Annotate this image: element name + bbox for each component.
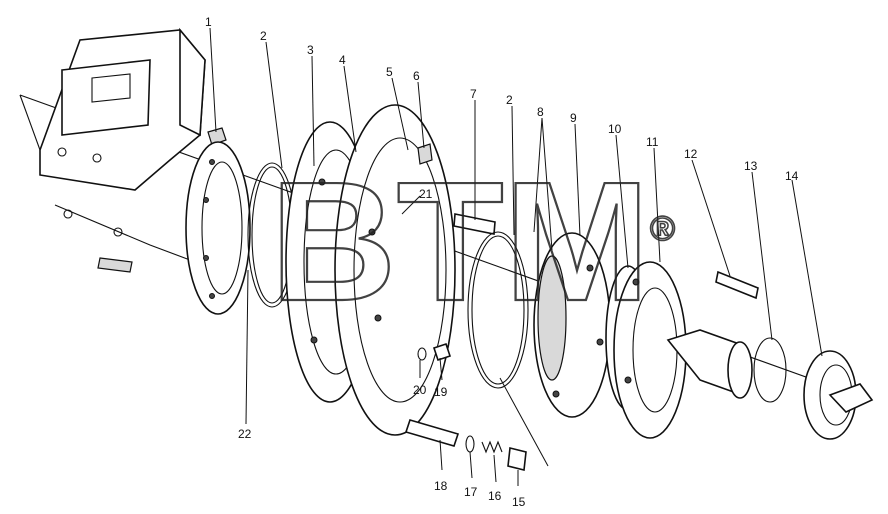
callout-19: 19 [434, 385, 448, 399]
housing-flange [185, 141, 251, 315]
callout-12: 12 [684, 147, 698, 161]
part-18-valve-body [404, 419, 460, 447]
callout-20: 20 [413, 383, 427, 397]
callout-7: 7 [470, 87, 477, 101]
part-17-o-ring-small [465, 435, 475, 453]
callout-9: 9 [570, 111, 577, 125]
callout-21: 21 [419, 187, 433, 201]
callout-5: 5 [386, 65, 393, 79]
part-5-brake-disc [334, 104, 456, 436]
part-14-bearing [803, 350, 874, 440]
part-13-snap-ring [753, 337, 787, 403]
watermark-registered: ® [650, 210, 675, 248]
part-16-spring [481, 440, 503, 454]
part-1-bolt [207, 127, 227, 146]
callout-3: 3 [307, 43, 314, 57]
callout-1: 1 [205, 15, 212, 29]
part-20-washer [417, 347, 427, 361]
callout-8: 8 [537, 105, 544, 119]
part-12-bolt [715, 270, 759, 300]
part-7-pin [453, 213, 496, 235]
callout-2: 2 [260, 29, 267, 43]
callout-4: 4 [339, 53, 346, 67]
callout-15: 15 [512, 495, 526, 509]
part-19-screw [432, 342, 452, 362]
callout-2-right: 2 [506, 93, 513, 107]
callout-labels: 1 2 3 4 5 6 7 2 8 9 10 11 12 13 14 15 [205, 15, 823, 509]
splined-shaft [666, 329, 753, 399]
axle-housing [19, 27, 206, 273]
part-15-cap [507, 447, 527, 471]
callout-22: 22 [238, 427, 252, 441]
callout-6: 6 [413, 69, 420, 83]
watermark: BTM ® [269, 146, 676, 338]
watermark-text: BTM [270, 147, 650, 337]
part-9-hub [533, 232, 611, 418]
callout-11: 11 [646, 135, 659, 149]
callout-18: 18 [434, 479, 448, 493]
callout-14: 14 [785, 169, 799, 183]
callout-10: 10 [608, 122, 622, 136]
part-2-o-ring-right [467, 231, 529, 389]
callout-16: 16 [488, 489, 502, 503]
callout-13: 13 [744, 159, 758, 173]
callout-17: 17 [464, 485, 478, 499]
